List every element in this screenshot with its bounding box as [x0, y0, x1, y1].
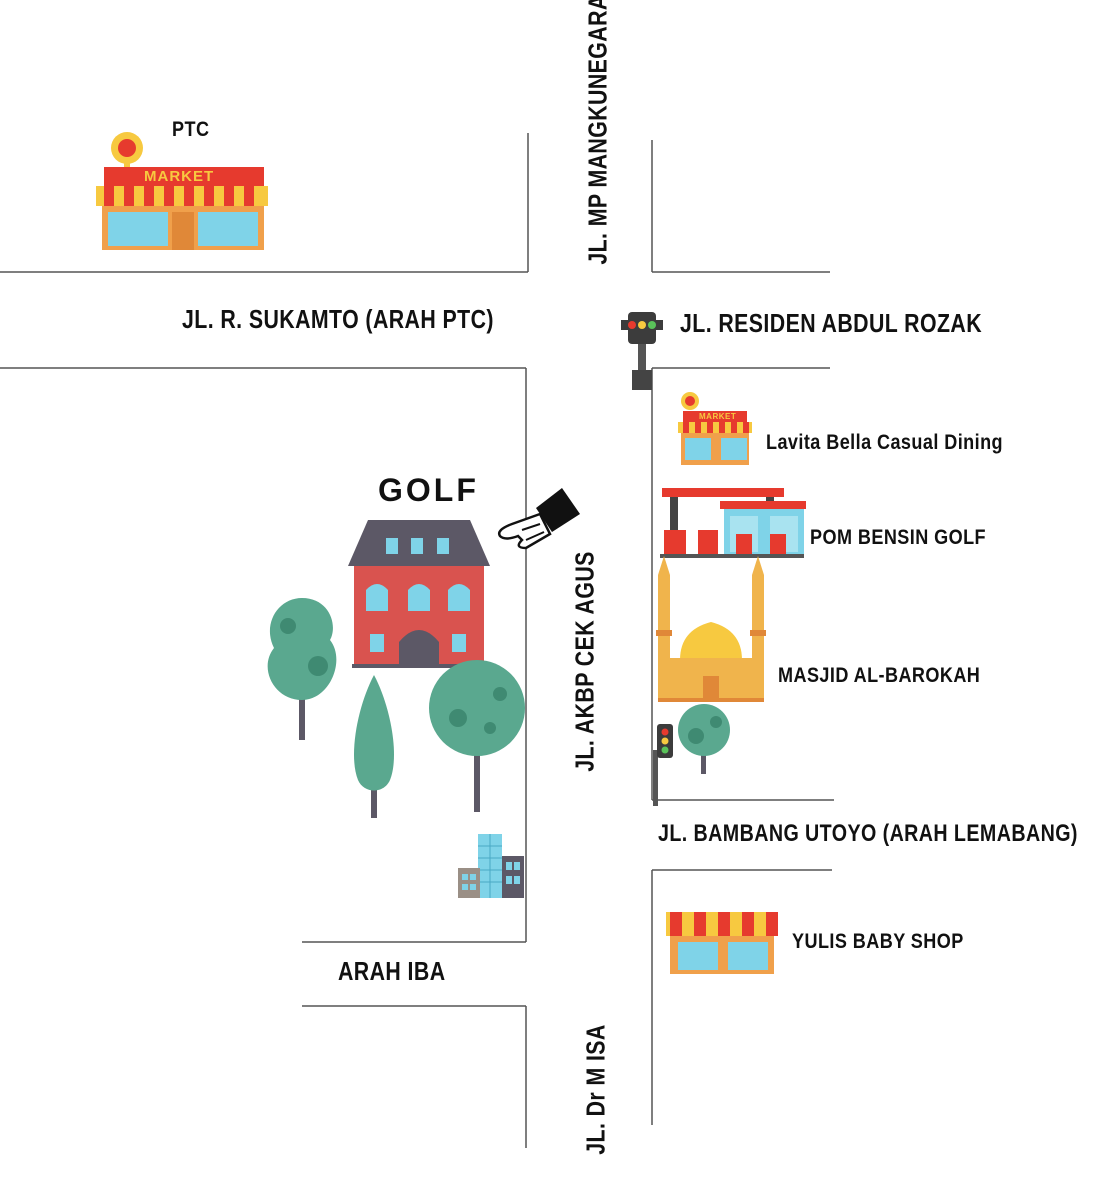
road-label-sukamto: JL. R. SUKAMTO (ARAH PTC) [182, 304, 494, 334]
place-label-masjid-al-barokah: MASJID AL-BAROKAH [778, 664, 981, 687]
place-label-yulis-baby-shop: YULIS BABY SHOP [792, 930, 964, 953]
tree-icon [267, 598, 337, 740]
market-icon [96, 132, 268, 250]
place-label-pom-bensin-golf: POM BENSIN GOLF [810, 526, 987, 549]
road-label-mp-mangkunegara: JL. MP MANGKUNEGARA [582, 0, 613, 265]
house-icon [348, 520, 490, 668]
tree-icon [429, 660, 525, 812]
traffic-light-icon [621, 312, 663, 390]
mosque-icon [656, 556, 766, 702]
place-label-lavita-bella: Lavita Bella Casual Dining [766, 431, 1003, 454]
tree-icon [678, 704, 730, 774]
market-sign-ptc: MARKET [144, 168, 215, 185]
road-lines [0, 133, 834, 1148]
traffic-light-icon [653, 724, 673, 806]
road-label-residen-abdul-rozak: JL. RESIDEN ABDUL ROZAK [680, 308, 983, 338]
place-label-ptc: PTC [172, 118, 210, 141]
gas-station-icon [660, 488, 806, 558]
road-label-dr-m-isa: JL. Dr M ISA [580, 1024, 611, 1155]
tree-icon [353, 675, 395, 818]
road-label-akbp-cek-agus: JL. AKBP CEK AGUS [569, 551, 600, 772]
market-icon [666, 912, 778, 974]
market-icon [678, 392, 752, 465]
office-building-icon [458, 834, 524, 898]
place-label-golf: GOLF [378, 472, 479, 508]
road-label-arah-iba: ARAH IBA [338, 956, 446, 986]
market-sign-lavita: MARKET [699, 412, 737, 421]
road-label-bambang-utoyo: JL. BAMBANG UTOYO (ARAH LEMABANG) [658, 820, 1078, 847]
pointing-hand-icon [498, 488, 580, 550]
